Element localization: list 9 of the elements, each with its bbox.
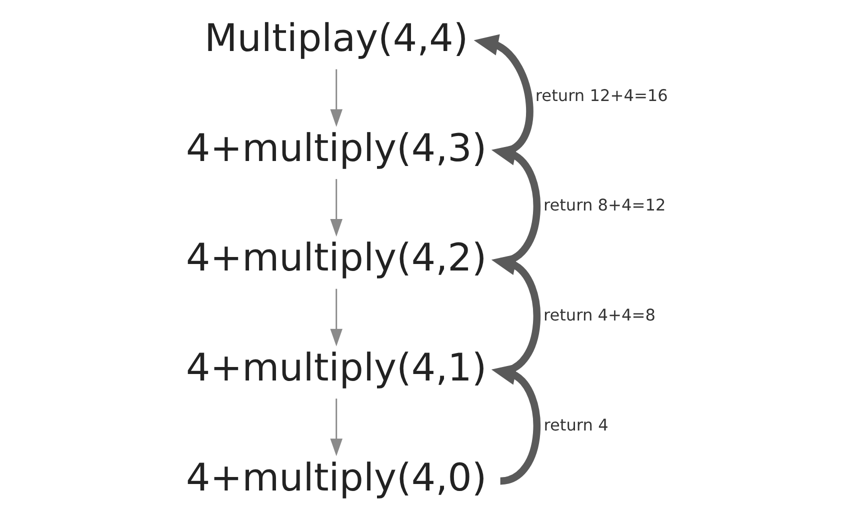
node-text: 4+multiply(4,3) xyxy=(185,125,486,170)
node-text: 4+multiply(4,2) xyxy=(185,235,486,280)
edge-label: return 4+4=8 xyxy=(542,304,655,324)
node-text: 4+multiply(4,1) xyxy=(185,345,486,390)
node-text: 4+multiply(4,0) xyxy=(185,454,486,499)
node-text: Multiplay(4,4) xyxy=(204,16,468,60)
edge-label: return 8+4=12 xyxy=(542,195,666,214)
edge-label: return 4 xyxy=(543,414,608,434)
edge-label: return 12+4=16 xyxy=(534,85,668,104)
